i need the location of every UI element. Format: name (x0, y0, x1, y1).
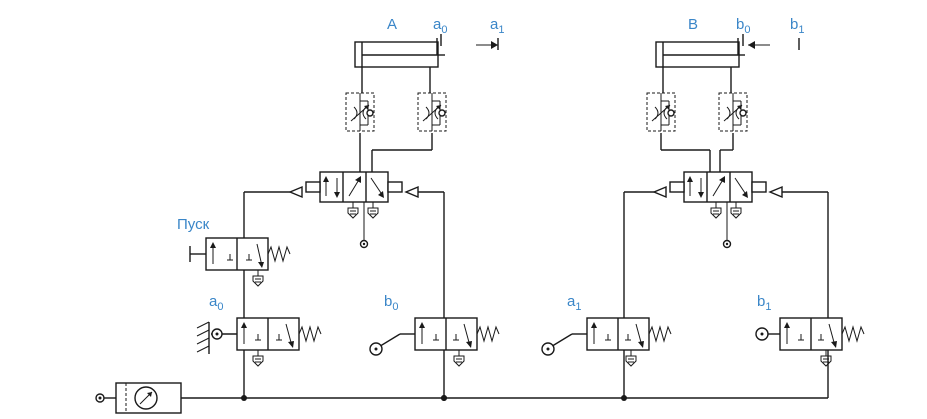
main-valve-b (652, 171, 783, 203)
exhaust-icon (347, 201, 379, 249)
spring-icon (267, 246, 291, 262)
start-valve[interactable] (189, 237, 291, 287)
label-b0-top: b0 (736, 16, 750, 36)
limit-valve-a1[interactable] (541, 317, 672, 367)
limit-valve-b1[interactable] (755, 317, 865, 367)
limit-valve-b0[interactable] (369, 317, 500, 367)
start-label: Пуск (177, 216, 210, 233)
supply-line (95, 382, 828, 414)
label-b1-valve: b1 (757, 293, 771, 313)
label-b0-valve: b0 (384, 293, 398, 313)
cylinder-b-label: B (688, 16, 698, 33)
label-a0-valve: a0 (209, 293, 223, 313)
exhaust-icon (710, 201, 742, 249)
throttle-check-valve-a-left (345, 92, 375, 132)
throttle-check-valve-a-right (417, 92, 447, 132)
cylinder-b (655, 34, 800, 93)
cylinder-a (354, 34, 499, 93)
main-valve-a (288, 171, 419, 203)
throttle-check-valve-b-left (646, 92, 676, 132)
label-a0-top: a0 (433, 16, 447, 36)
limit-valve-a0[interactable] (196, 317, 322, 367)
label-a1-valve: a1 (567, 293, 581, 313)
cylinder-a-label: A (387, 16, 397, 33)
label-b1-top: b1 (790, 16, 804, 36)
throttle-check-valve-b-right (718, 92, 748, 132)
label-a1-top: a1 (490, 16, 504, 36)
